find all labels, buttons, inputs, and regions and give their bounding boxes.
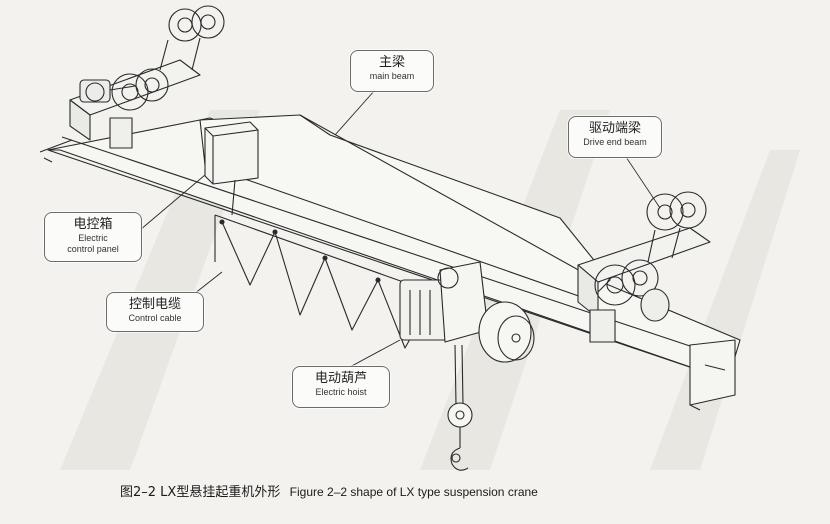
callout-control-cable: 控制电缆 Control cable [106,292,204,332]
electric-hoist-label-en: Electric hoist [315,387,367,397]
left-end-beam [39,5,225,163]
main-beam [47,114,741,411]
callout-control-panel: 电控箱 Electric control panel [44,212,142,262]
callout-drive-end-beam: 驱动端梁 Drive end beam [568,116,662,158]
figure-caption: 图2–2 LX型悬挂起重机外形 Figure 2–2 shape of LX t… [120,481,720,500]
caption-en: Figure 2–2 shape of LX type suspension c… [289,485,538,499]
control-cable-label-zh: 控制电缆 [128,297,181,312]
electric-hoist [399,261,535,471]
control-panel-label-zh: 电控箱 [73,217,113,232]
control-panel-label-en2: control panel [67,244,119,254]
control-cable-label-en: Control cable [128,313,182,323]
electric-hoist-label-zh: 电动葫芦 [314,371,367,386]
drive-end-beam-label-zh: 驱动端梁 [588,121,641,136]
drive-end-beam-label-en: Drive end beam [583,137,647,147]
main-beam-label-zh: 主梁 [378,55,405,70]
main-beam-label-en: main beam [369,71,415,81]
drive-end-beam [577,191,711,343]
control-panel-label-en1: Electric [78,233,108,243]
caption-zh: 图2–2 LX型悬挂起重机外形 [120,485,281,500]
control-panel-box [204,121,259,216]
callout-electric-hoist: 电动葫芦 Electric hoist [292,366,390,408]
callout-main-beam: 主梁 main beam [350,50,434,92]
